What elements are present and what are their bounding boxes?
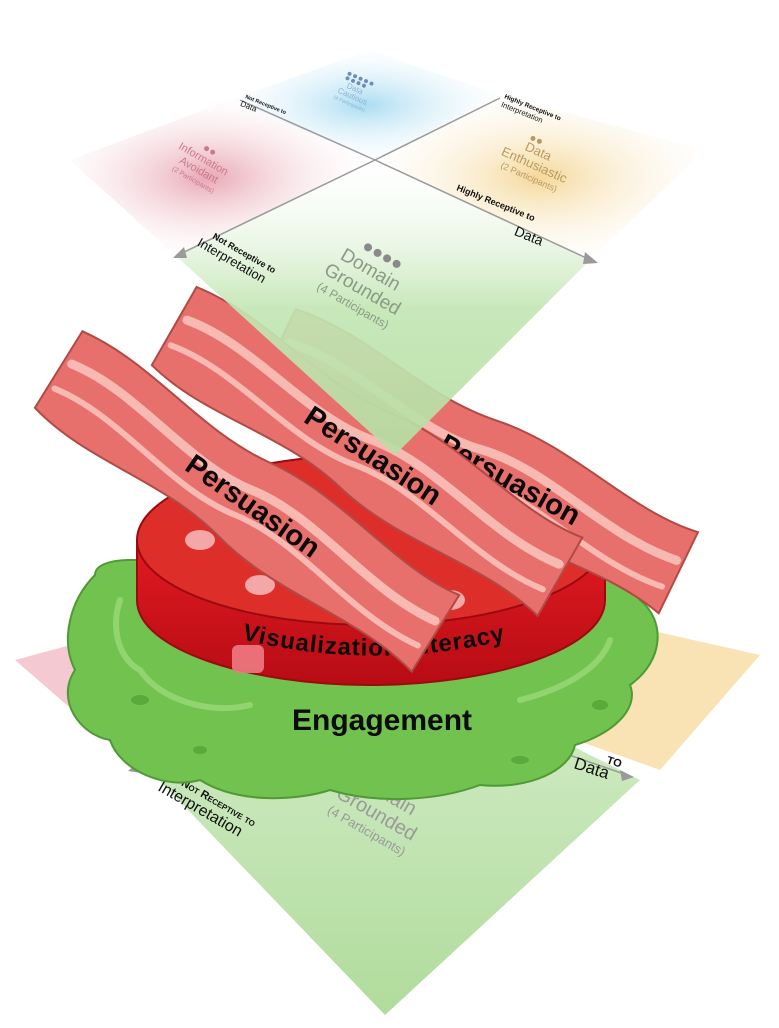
bottom-axis-data-suffix: TO (605, 754, 623, 770)
tomato-highlight (232, 645, 264, 673)
bacon-strip: Persuasion (33, 329, 461, 674)
bacon-strip-body (33, 329, 461, 674)
participant-dot (356, 81, 361, 86)
participant-dot (364, 243, 373, 252)
top-axis-interpretation-arrow (173, 247, 187, 258)
participant-dot (392, 259, 401, 268)
participant-dot (373, 248, 382, 257)
bacon-strip-fat (67, 359, 440, 626)
bacon-strip-fat (167, 342, 546, 593)
engagement-label: Engagement (292, 704, 472, 737)
participant-dot (345, 76, 350, 81)
lettuce-speckle (131, 695, 149, 705)
top-plane: Data Cautious (4 Participants) Informati… (70, 50, 705, 455)
bacon-strip-fat (51, 385, 421, 649)
lettuce-speckle (511, 756, 529, 764)
top-axis-interpretation-low (175, 159, 376, 257)
participant-dot (204, 146, 210, 152)
bacon-strip-fat (182, 315, 564, 569)
participant-dot (536, 138, 542, 144)
top-axis-interpretation-high (374, 97, 501, 161)
participant-dot (530, 135, 536, 141)
lettuce-speckle (592, 700, 608, 710)
tomato-seed (245, 575, 275, 595)
participant-dot (351, 78, 356, 83)
top-quadrant-pink-bg (70, 100, 375, 255)
top-quadrant-blue-bg (230, 50, 500, 160)
tomato-seed (185, 530, 215, 550)
participant-dot (353, 74, 358, 79)
participant-dot (383, 254, 392, 263)
top-axis-data-arrow (583, 252, 598, 264)
dots-grid (345, 71, 374, 88)
lettuce-leaf-highlight (113, 597, 613, 711)
top-axis-data-high (374, 159, 596, 263)
participant-dot (347, 71, 352, 76)
participant-dot (358, 76, 363, 81)
lettuce-speckle (193, 746, 207, 754)
participant-dot (369, 81, 374, 86)
participant-dot (361, 83, 366, 88)
participant-dot (364, 79, 369, 84)
participant-dot (210, 149, 216, 155)
bottom-axis-data-arrow (620, 770, 634, 781)
top-quadrant-green-bg (175, 160, 590, 455)
top-axis-data-low (239, 99, 376, 161)
top-quadrant-yellow-bg (375, 95, 705, 260)
